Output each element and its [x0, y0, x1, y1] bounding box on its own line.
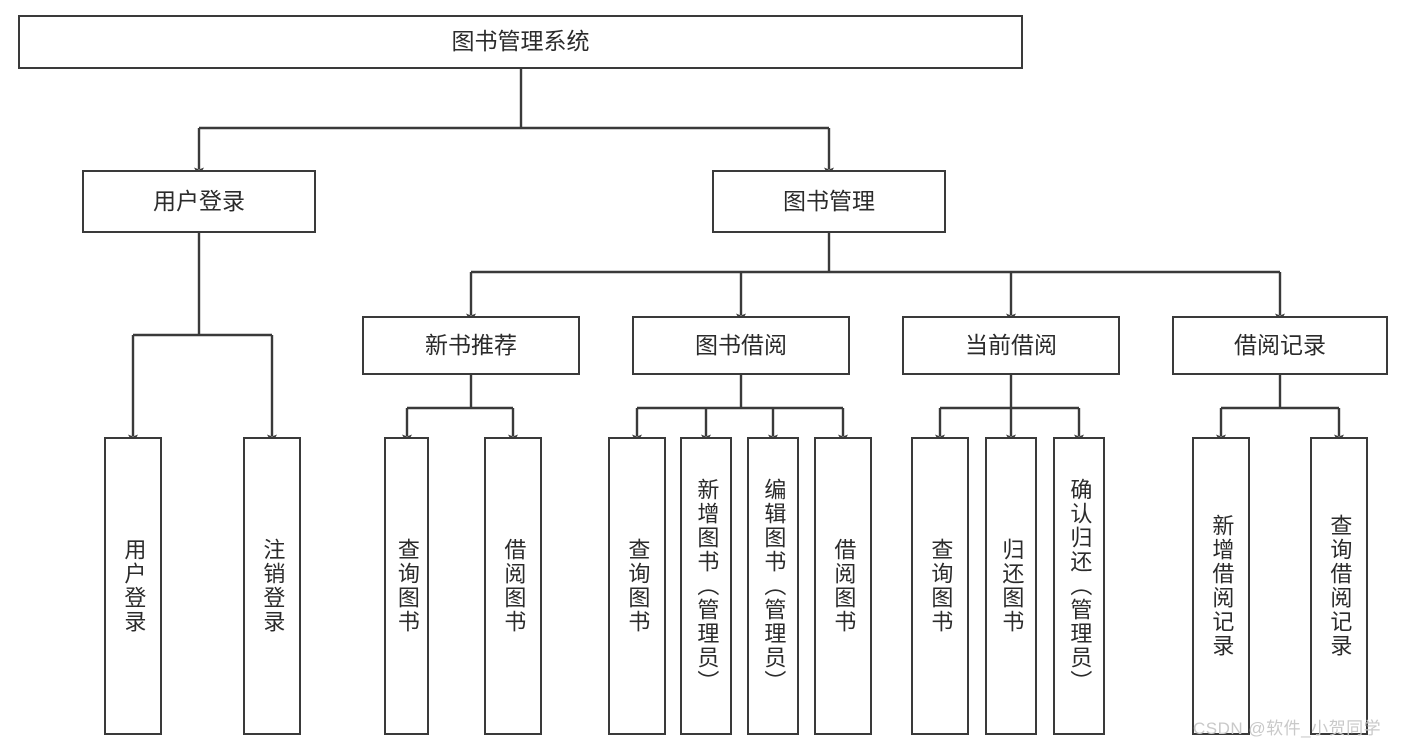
node-current-borrow[interactable]: 当前借阅: [902, 316, 1120, 375]
node-root[interactable]: 图书管理系统: [18, 15, 1023, 69]
node-label: 新增图书（管理员）: [694, 478, 720, 694]
node-leaf-cb-return[interactable]: 归还图书: [985, 437, 1037, 735]
node-label: 图书管理: [783, 187, 875, 214]
node-label: 编辑图书（管理员）: [761, 478, 787, 694]
node-leaf-br-add[interactable]: 新增借阅记录: [1192, 437, 1250, 735]
node-label: 查询图书: [394, 538, 420, 634]
node-leaf-cb-query[interactable]: 查询图书: [911, 437, 969, 735]
node-leaf-user-login[interactable]: 用户登录: [104, 437, 162, 735]
node-borrow-record[interactable]: 借阅记录: [1172, 316, 1388, 375]
node-label: 借阅记录: [1234, 331, 1326, 358]
edge-paths: [128, 69, 1344, 444]
node-label: 借阅图书: [831, 538, 857, 634]
node-label: 图书管理系统: [451, 28, 590, 55]
node-label: 查询图书: [928, 538, 954, 634]
node-label: 新书推荐: [425, 331, 517, 358]
node-label: 借阅图书: [501, 538, 527, 634]
node-label: 确认归还（管理员）: [1067, 478, 1093, 694]
node-book-borrow[interactable]: 图书借阅: [632, 316, 850, 375]
node-label: 图书借阅: [695, 331, 787, 358]
node-leaf-bb-add[interactable]: 新增图书（管理员）: [680, 437, 732, 735]
node-leaf-cb-confirm[interactable]: 确认归还（管理员）: [1053, 437, 1105, 735]
node-leaf-rec-borrow[interactable]: 借阅图书: [484, 437, 542, 735]
node-label: 查询图书: [625, 538, 651, 634]
node-leaf-rec-query[interactable]: 查询图书: [384, 437, 429, 735]
node-leaf-bb-query[interactable]: 查询图书: [608, 437, 666, 735]
node-leaf-logout[interactable]: 注销登录: [243, 437, 301, 735]
node-user-login[interactable]: 用户登录: [82, 170, 316, 233]
node-label: 归还图书: [999, 538, 1025, 634]
node-label: 当前借阅: [965, 331, 1057, 358]
node-leaf-br-query[interactable]: 查询借阅记录: [1310, 437, 1368, 735]
node-label: 用户登录: [153, 187, 245, 214]
node-leaf-bb-edit[interactable]: 编辑图书（管理员）: [747, 437, 799, 735]
node-label: 注销登录: [260, 538, 286, 634]
node-label: 新增借阅记录: [1209, 514, 1235, 658]
node-label: 用户登录: [121, 538, 147, 634]
node-label: 查询借阅记录: [1327, 514, 1353, 658]
node-leaf-bb-borrow[interactable]: 借阅图书: [814, 437, 872, 735]
node-new-book-rec[interactable]: 新书推荐: [362, 316, 580, 375]
node-book-manage[interactable]: 图书管理: [712, 170, 946, 233]
